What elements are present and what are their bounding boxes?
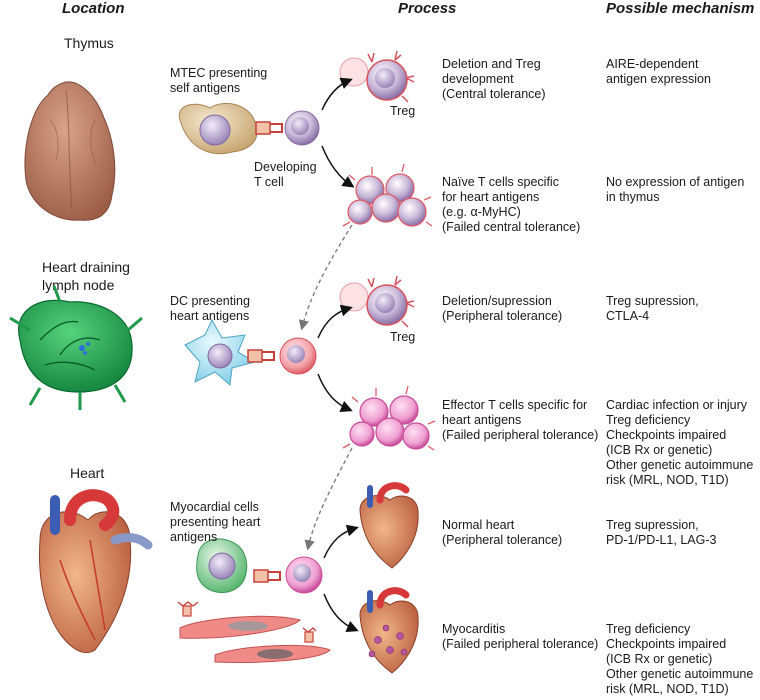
migration-arrows [298, 224, 353, 551]
label-mtec: MTEC presenting self antigens [170, 66, 268, 95]
label-treg-2: Treg [390, 330, 416, 344]
cardiomyocytes [177, 601, 331, 663]
naive-t-cell-cluster [342, 163, 433, 227]
mechanism-no-expression: No expression of antigen in thymus [606, 175, 745, 204]
heart-organ [39, 489, 153, 653]
process-deletion-supression: Deletion/supression (Peripheral toleranc… [442, 294, 563, 323]
label-dc: DC presenting heart antigens [170, 294, 250, 323]
location-heart: Heart [70, 465, 105, 481]
label-myocardial: Myocardial cells presenting heart antige… [170, 500, 261, 544]
mtec-cell [178, 103, 258, 155]
t-cell-lymph-node [279, 337, 317, 375]
mechanism-treg-ctla4: Treg supression, CTLA-4 [606, 294, 699, 323]
header-location: Location [62, 0, 125, 17]
header-mechanism: Possible mechanism [606, 0, 755, 17]
label-developing-t-cell: Developing T cell [254, 160, 317, 189]
normal-heart-icon [359, 482, 419, 569]
label-treg-1: Treg [390, 104, 416, 118]
myocardial-cell [196, 538, 248, 593]
location-lymph-node: Heart draining lymph node [42, 259, 130, 293]
myocarditis-heart-icon [359, 587, 419, 674]
dc-cell [184, 318, 257, 386]
mechanism-aire: AIRE-dependent antigen expression [606, 57, 711, 86]
effector-t-cell-cluster [342, 385, 436, 451]
mechanism-cardiac-infection: Cardiac infection or injury Treg deficie… [606, 398, 754, 487]
outcome-arrows [317, 77, 359, 632]
lymph-node-organ [9, 285, 143, 410]
process-myocarditis: Myocarditis (Failed peripheral tolerance… [442, 622, 599, 651]
t-cell-heart [285, 556, 323, 594]
synapse-dc [247, 349, 275, 363]
synapse-mtec [255, 121, 283, 135]
process-normal-heart: Normal heart (Peripheral tolerance) [442, 518, 563, 547]
treg-cell-1 [339, 50, 415, 103]
developing-t-cell [284, 110, 320, 146]
synapse-myocardial [253, 569, 281, 583]
process-deletion-treg: Deletion and Treg development (Central t… [442, 57, 546, 101]
process-naive-t-cells: Naïve T cells specific for heart antigen… [442, 175, 581, 234]
mechanism-treg-deficiency: Treg deficiency Checkpoints impaired (IC… [606, 622, 754, 696]
header-process: Process [398, 0, 457, 17]
thymus-organ [24, 81, 116, 221]
treg-cell-2 [339, 275, 415, 328]
process-effector-t-cells: Effector T cells specific for heart anti… [442, 398, 599, 442]
mechanism-treg-pd1: Treg supression, PD-1/PD-L1, LAG-3 [606, 518, 717, 547]
location-thymus: Thymus [64, 35, 114, 51]
